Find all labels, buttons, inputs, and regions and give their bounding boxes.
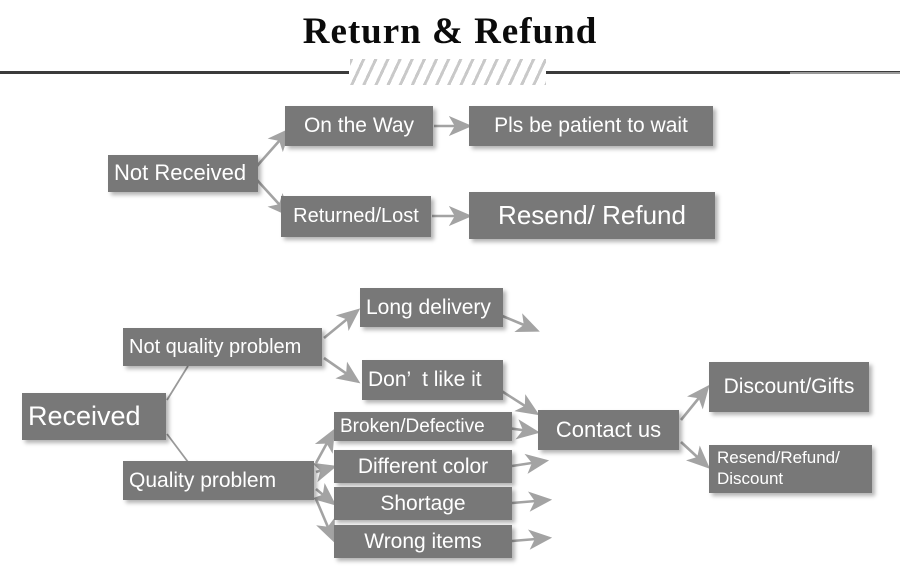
box-reason-shortage[interactable]: Shortage <box>334 487 512 520</box>
box-reason-dont-like-it[interactable]: Don’ t like it <box>362 360 503 400</box>
divider-rule-right <box>546 71 900 74</box>
box-outcome-discount-gifts[interactable]: Discount/Gifts <box>709 362 869 412</box>
box-on-the-way[interactable]: On the Way <box>285 106 433 146</box>
box-received[interactable]: Received <box>22 393 166 440</box>
box-contact-us[interactable]: Contact us <box>538 410 679 450</box>
box-returned-lost[interactable]: Returned/Lost <box>281 196 431 237</box>
divider-rule-right-faint <box>790 72 900 74</box>
box-reason-broken-defective[interactable]: Broken/Defective <box>334 412 512 441</box>
hatched-divider-icon <box>350 59 546 85</box>
box-reason-long-delivery[interactable]: Long delivery <box>360 288 503 327</box>
box-pls-be-patient-to-wait[interactable]: Pls be patient to wait <box>469 106 713 146</box>
box-reason-different-color[interactable]: Different color <box>334 450 512 483</box>
box-resend-refund[interactable]: Resend/ Refund <box>469 192 715 239</box>
box-not-quality-problem[interactable]: Not quality problem <box>123 328 322 366</box>
box-reason-wrong-items[interactable]: Wrong items <box>334 525 512 558</box>
box-not-received[interactable]: Not Received <box>108 155 258 192</box>
divider-rule-left <box>0 71 349 74</box>
box-outcome-resend-refund-discount[interactable]: Resend/Refund/ Discount <box>709 445 872 493</box>
box-quality-problem[interactable]: Quality problem <box>123 461 314 500</box>
page-title: Return & Refund <box>302 11 598 52</box>
